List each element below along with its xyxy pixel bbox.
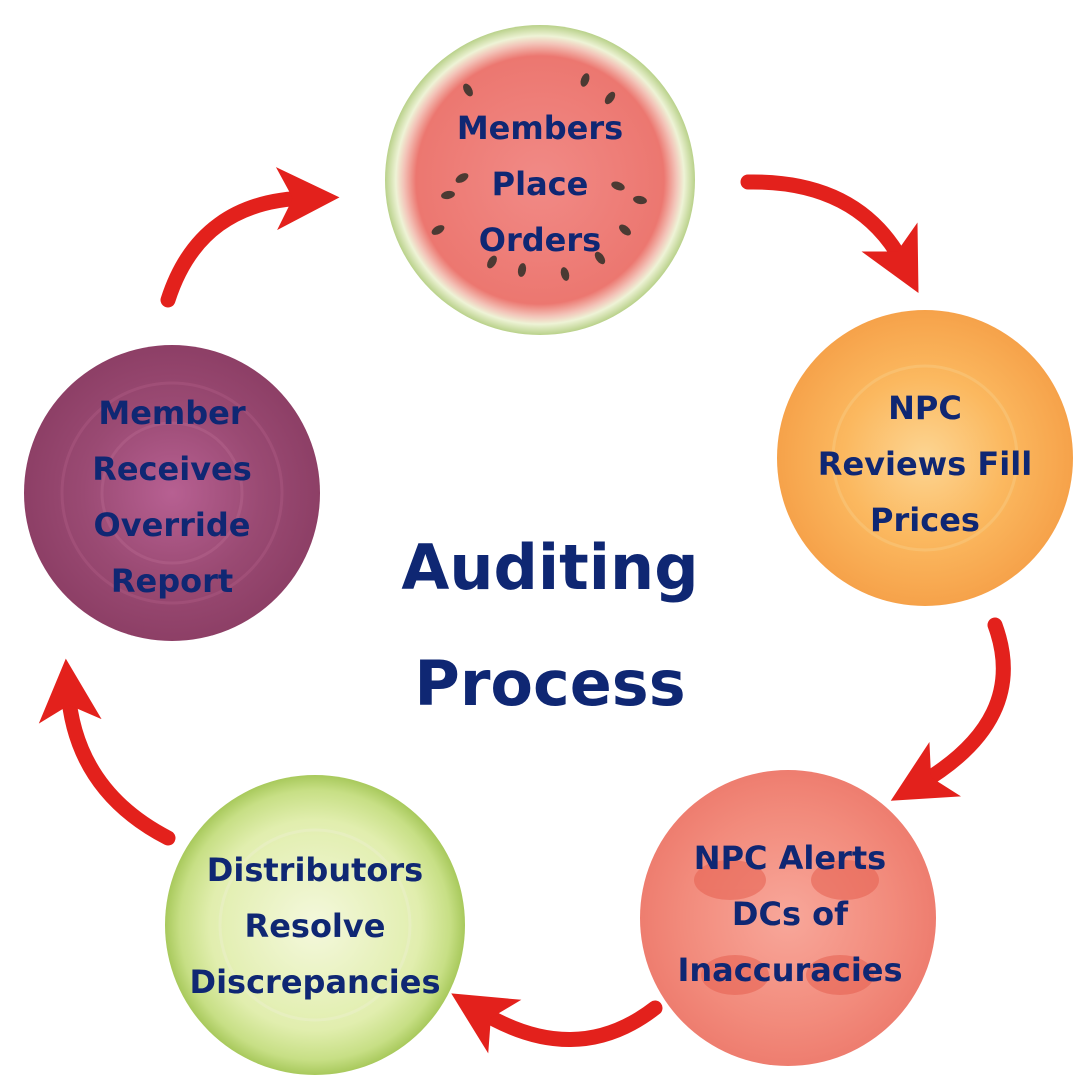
step-line: Override — [93, 506, 251, 544]
step-line: Member — [98, 394, 246, 432]
diagram-title: Auditing Process — [340, 510, 760, 742]
curved-arrow-icon — [451, 993, 663, 1054]
step-distributors-resolve: Distributors Resolve Discrepancies — [160, 842, 470, 1010]
beet-slice-icon — [24, 345, 320, 641]
title-line: Process — [414, 647, 686, 720]
step-line: NPC — [888, 389, 962, 427]
tomato-slice-icon — [640, 770, 936, 1066]
step-npc-alerts-dcs: NPC Alerts DCs of Inaccuracies — [650, 830, 930, 998]
cycle-arrows — [38, 167, 1011, 1054]
title-line: Auditing — [401, 531, 699, 604]
curved-arrow-icon — [38, 658, 176, 846]
watermelon-slice-icon — [385, 25, 695, 335]
step-line: Discrepancies — [189, 963, 441, 1001]
cucumber-slice-icon — [165, 775, 465, 1075]
step-line: Receives — [92, 450, 252, 488]
step-line: Members — [456, 109, 624, 147]
step-line: NPC Alerts — [693, 839, 887, 877]
step-line: Report — [110, 562, 234, 600]
step-npc-reviews-fill-prices: NPC Reviews Fill Prices — [800, 380, 1050, 548]
step-line: Resolve — [244, 907, 386, 945]
step-line: DCs of — [731, 895, 849, 933]
step-line: Inaccuracies — [677, 951, 903, 989]
step-member-receives-report: Member Receives Override Report — [52, 385, 292, 609]
curved-arrow-icon — [740, 174, 919, 293]
curved-arrow-icon — [890, 617, 1011, 801]
step-line: Prices — [870, 501, 980, 539]
step-line: Place — [491, 165, 589, 203]
step-members-place-orders: Members Place Orders — [420, 100, 660, 268]
step-line: Orders — [478, 221, 602, 259]
step-line: Reviews Fill — [817, 445, 1033, 483]
curved-arrow-icon — [160, 167, 340, 308]
carrot-slice-icon — [777, 310, 1073, 606]
step-line: Distributors — [206, 851, 424, 889]
